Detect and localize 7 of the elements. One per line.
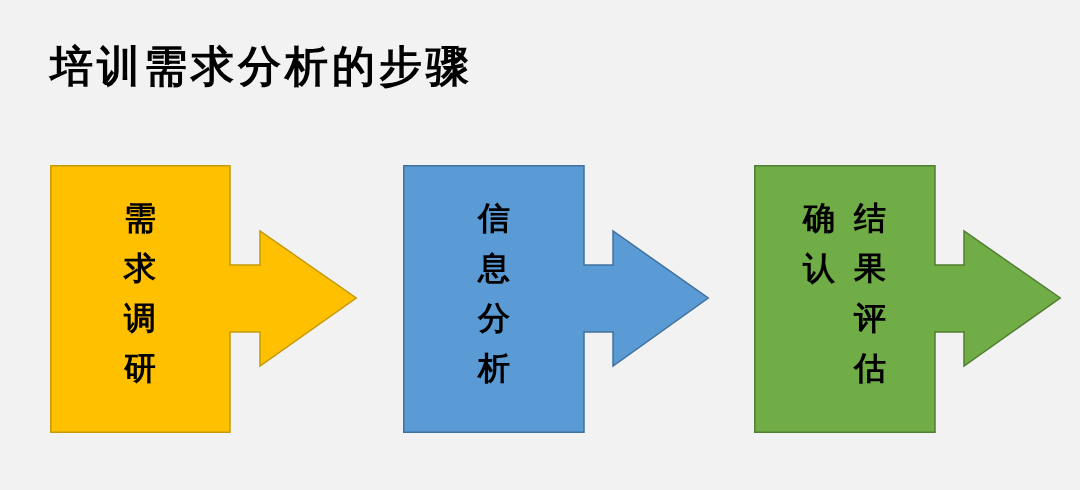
step-label: 需求调研 (124, 198, 156, 389)
step-label: 信息分析 (477, 198, 510, 389)
arrow-box (403, 165, 709, 433)
step-label: 结果评估确认 (803, 198, 886, 389)
arrow-box (50, 165, 357, 433)
title: 培训需求分析的步骤 (50, 40, 473, 92)
arrow-box (754, 165, 1061, 433)
